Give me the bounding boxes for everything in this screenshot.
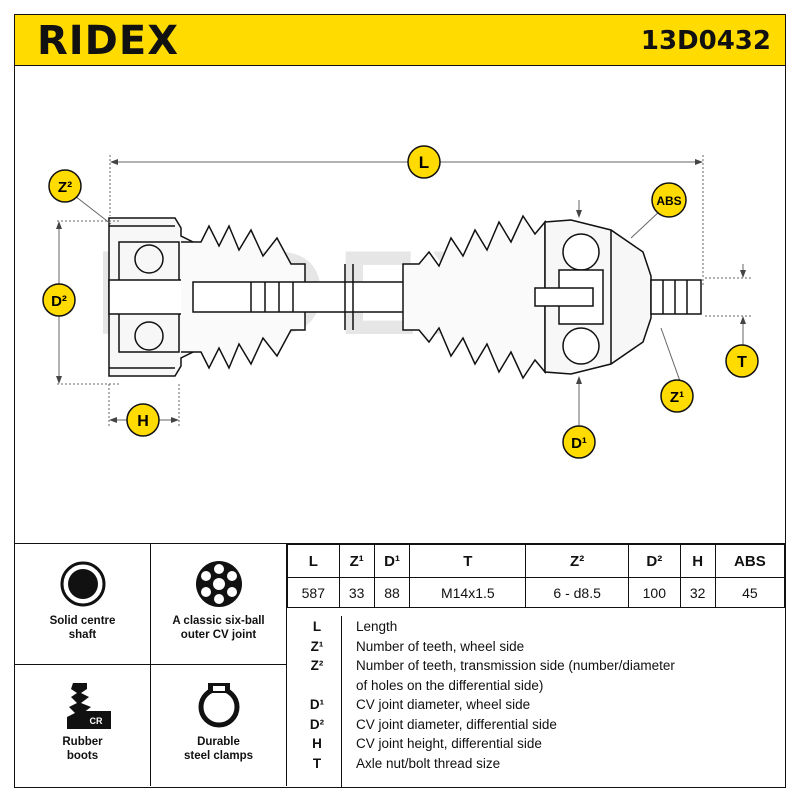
spec-header: Z¹ [338, 544, 375, 578]
technical-drawing: RIDEX [14, 66, 786, 544]
clamp-icon [198, 683, 240, 728]
six-ball-joint-icon [196, 561, 242, 607]
spec-table: L Z¹ D¹ T Z² D² H ABS 587 33 88 M14x1.5 … [287, 544, 786, 608]
spec-header: ABS [714, 544, 786, 578]
feature-label: Durable steel clamps [183, 736, 254, 762]
legend-key: L [312, 619, 322, 634]
label-L-badge: L [407, 145, 441, 179]
rubber-boot-icon: CR [67, 683, 111, 729]
legend-desc: CV joint height, differential side [356, 736, 542, 751]
label-H-badge: H [126, 403, 160, 437]
spec-value: 6 - d8.5 [525, 577, 629, 608]
legend-desc: CV joint diameter, differential side [356, 717, 557, 732]
spec-header: H [679, 544, 716, 578]
spec-header: D¹ [373, 544, 411, 578]
legend-desc: Number of teeth, wheel side [356, 639, 525, 654]
feature-grid: Solid centre shaft A classic six-ball ou… [15, 544, 287, 787]
spec-header-row: L Z¹ D¹ T Z² D² H ABS [287, 544, 786, 578]
label-ABS-badge: ABS [651, 182, 687, 218]
legend-key: H [312, 736, 322, 751]
solid-shaft-icon [60, 561, 106, 607]
spec-value: 32 [679, 577, 716, 608]
legend-key: D² [309, 717, 325, 732]
svg-text:L: L [419, 153, 429, 172]
spec-panel: Solid centre shaft A classic six-ball ou… [14, 543, 786, 788]
legend-desc: CV joint diameter, wheel side [356, 697, 531, 712]
legend-divider [341, 616, 342, 788]
legend-desc: Axle nut/bolt thread size [356, 756, 501, 771]
feature-label: A classic six-ball outer CV joint [172, 615, 265, 641]
spec-value: 100 [628, 577, 681, 608]
spec-value: 587 [287, 577, 340, 608]
svg-text:T: T [737, 354, 747, 371]
label-D1-badge: D¹ [562, 425, 596, 459]
header-bar: RIDEX 13D0432 [14, 14, 786, 66]
inner-cv-joint [108, 217, 194, 377]
spec-value: M14x1.5 [409, 577, 527, 608]
label-T-badge: T [725, 344, 759, 378]
cr-mark: CR [90, 716, 103, 726]
spec-value: 33 [338, 577, 375, 608]
spec-value-row: 587 33 88 M14x1.5 6 - d8.5 100 32 45 [287, 577, 786, 608]
legend-key: D¹ [309, 697, 325, 712]
feature-rubber-boots: CR Rubber boots [15, 665, 151, 786]
drive-shaft-drawing: RIDEX [42, 145, 759, 459]
brand-logo: RIDEX [37, 18, 180, 64]
svg-text:ABS: ABS [656, 194, 681, 208]
svg-text:H: H [137, 413, 149, 430]
svg-text:D¹: D¹ [571, 435, 587, 452]
spec-value: 45 [714, 577, 786, 608]
spec-header: L [287, 544, 340, 578]
svg-text:D²: D² [51, 293, 67, 310]
outer-cv-joint [534, 219, 702, 375]
feature-label: Rubber boots [62, 736, 103, 762]
label-D2-badge: D² [42, 283, 76, 317]
feature-steel-clamps: Durable steel clamps [151, 665, 287, 786]
svg-text:Z¹: Z¹ [670, 389, 684, 406]
legend-desc: Length [356, 619, 398, 634]
spec-header: Z² [525, 544, 629, 578]
svg-text:Z²: Z² [58, 179, 72, 196]
label-Z1-badge: Z¹ [660, 379, 694, 413]
feature-six-ball-joint: A classic six-ball outer CV joint [151, 544, 287, 665]
legend-key: Z¹ [310, 639, 324, 654]
feature-label: Solid centre shaft [49, 615, 116, 641]
spec-header: D² [628, 544, 681, 578]
legend-key: Z² [310, 658, 324, 673]
legend-desc: Number of teeth, transmission side (numb… [356, 658, 675, 673]
spec-header: T [409, 544, 527, 578]
legend-desc: of holes on the differential side) [356, 678, 544, 693]
spec-value: 88 [373, 577, 411, 608]
feature-solid-shaft: Solid centre shaft [15, 544, 151, 665]
label-Z2-badge: Z² [48, 169, 82, 203]
legend-key: T [312, 756, 322, 771]
part-number: 13D0432 [640, 26, 771, 56]
